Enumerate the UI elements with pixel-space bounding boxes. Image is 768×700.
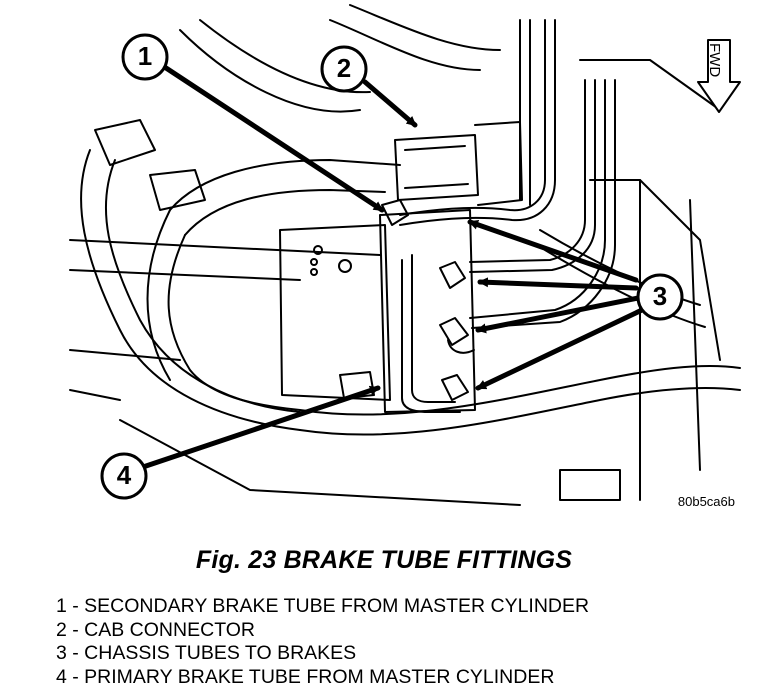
connector-left [149, 169, 206, 211]
brake-tube [469, 79, 586, 263]
leader-line-1 [160, 63, 385, 213]
callout-3: 3 [636, 273, 684, 321]
frame-line [69, 269, 301, 281]
figure-caption: Fig. 23 BRAKE TUBE FITTINGS [195, 546, 573, 574]
callout-2: 2 [320, 45, 368, 93]
wiring-harness-upper [179, 29, 361, 113]
leader-line-3c [475, 295, 641, 334]
brake-tube [469, 79, 606, 319]
forward-direction-arrow: FWD [697, 39, 741, 113]
frame-line [579, 59, 721, 111]
leader-line-2 [362, 79, 418, 128]
frame-line [69, 349, 181, 361]
wiring-harness-lower [299, 364, 741, 416]
wiring-harness-lower [299, 387, 741, 436]
fwd-label: FWD [706, 43, 723, 77]
tube-nut [439, 317, 469, 346]
frame-line [559, 469, 621, 501]
brake-tube-fittings-illustration: FWD 1 2 3 4 80b5ca6b [69, 4, 741, 509]
callout-1: 1 [121, 33, 169, 81]
wiring-loom-left [167, 234, 301, 411]
brake-tube [471, 79, 616, 329]
fitting-block [379, 209, 476, 413]
brake-tube [411, 254, 456, 403]
wiring-loom-left [104, 159, 301, 413]
connector-left [94, 119, 156, 166]
frame-line [119, 419, 521, 506]
cab-connector [394, 134, 479, 201]
tube-nut [381, 199, 409, 226]
abs-module-body [279, 224, 391, 401]
callout-2-number: 2 [337, 53, 351, 83]
legend-item: 2 - CAB CONNECTOR [56, 618, 255, 641]
cab-connector [474, 121, 523, 206]
frame-line [689, 199, 701, 471]
legend-item: 1 - SECONDARY BRAKE TUBE FROM MASTER CYL… [56, 595, 590, 617]
tube-nut [439, 261, 466, 289]
leader-line-3d [475, 307, 645, 391]
brake-tube [401, 259, 461, 413]
legend-list: 1 - SECONDARY BRAKE TUBE FROM MASTER CYL… [56, 595, 589, 689]
tube-nut [441, 374, 469, 401]
wiring-loom-left [146, 209, 171, 381]
callout-3-number: 3 [653, 281, 667, 311]
leader-line-4 [140, 385, 381, 470]
leader-line-3a [467, 219, 639, 283]
brake-tube [469, 79, 596, 273]
wiring-harness-lower [544, 249, 706, 328]
brake-tube [399, 19, 546, 216]
frame-line [69, 239, 381, 256]
brake-tube [399, 19, 556, 226]
callout-4: 4 [100, 452, 148, 500]
frame-line [69, 389, 121, 401]
wiring-harness-upper [349, 4, 501, 51]
image-code: 80b5ca6b [678, 494, 735, 509]
leader-line-3b [477, 277, 639, 291]
wiring-loom-left [80, 149, 301, 431]
legend-item: 4 - PRIMARY BRAKE TUBE FROM MASTER CYLIN… [56, 665, 555, 688]
wiring-harness-upper [329, 19, 481, 71]
callout-4-number: 4 [117, 460, 132, 490]
callout-1-number: 1 [138, 41, 152, 71]
legend-item: 3 - CHASSIS TUBES TO BRAKES [56, 642, 357, 664]
wiring-loom-left [184, 189, 386, 236]
wiring-loom-left [169, 159, 401, 211]
